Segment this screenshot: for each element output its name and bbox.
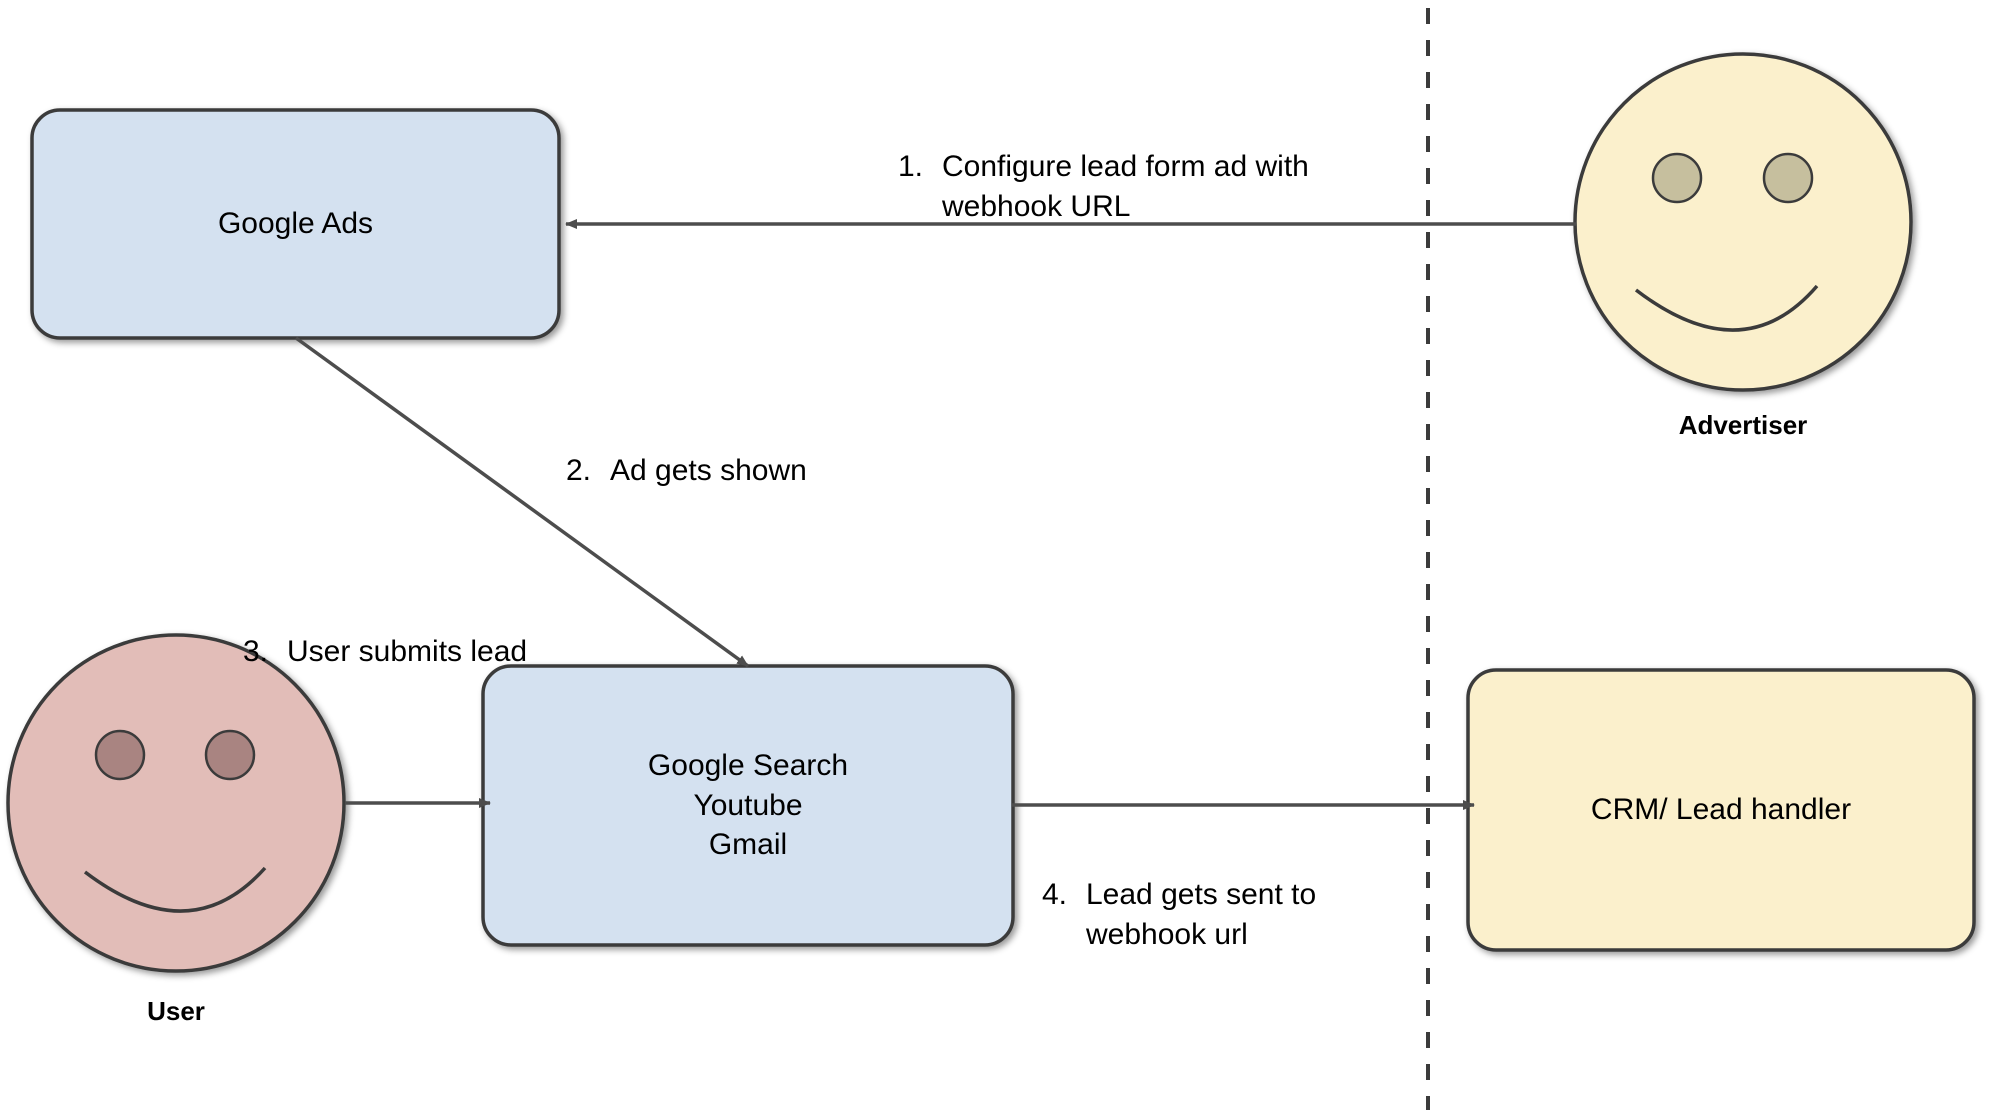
edge-4-label: 4. Lead gets sent to webhook url <box>1042 834 1442 956</box>
advertiser-left-eye-icon <box>1651 152 1703 204</box>
edge-4-number: 4. <box>1042 877 1068 911</box>
edge-3-number: 3. <box>243 634 269 668</box>
edge-1-number: 1. <box>898 149 924 183</box>
edge-2-text: Ad gets shown <box>610 453 807 487</box>
edge-3-label: 3. User submits lead <box>243 591 643 672</box>
user-right-eye-icon <box>204 729 256 781</box>
advertiser-right-eye-icon <box>1762 152 1814 204</box>
edge-4-text: Lead gets sent to webhook url <box>1086 877 1317 952</box>
edge-2-label: 2. Ad gets shown <box>566 410 966 491</box>
edge-3-text: User submits lead <box>287 634 528 668</box>
advertiser-face-circle <box>1573 52 1913 392</box>
user-left-eye-icon <box>94 729 146 781</box>
advertiser-smile-icon <box>1634 284 1819 332</box>
node-google-ads[interactable] <box>30 108 561 340</box>
user-face-circle <box>6 633 346 973</box>
edge-1-text: Configure lead form ad with webhook URL <box>942 149 1309 224</box>
user-caption: User <box>147 996 205 1026</box>
node-google-surfaces[interactable] <box>481 664 1015 947</box>
edge-2-arrow <box>294 336 750 668</box>
edge-2-number: 2. <box>566 453 592 487</box>
node-crm[interactable] <box>1466 668 1976 952</box>
advertiser-caption: Advertiser <box>1678 410 1808 440</box>
user-smile-icon <box>83 866 267 913</box>
edge-1-label: 1. Configure lead form ad with webhook UR… <box>898 106 1418 228</box>
node-user[interactable] <box>6 633 346 973</box>
node-advertiser[interactable] <box>1573 52 1913 392</box>
